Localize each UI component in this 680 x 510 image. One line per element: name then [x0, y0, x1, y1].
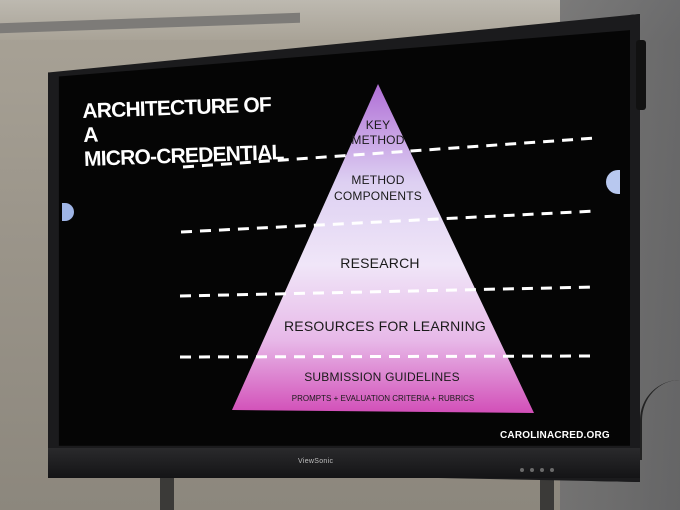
indicator-light [550, 468, 554, 472]
tier-label-line: COMPONENTS [333, 189, 422, 203]
pyramid-shape [232, 84, 534, 413]
tier-divider [182, 136, 597, 169]
monitor-bezel [48, 448, 640, 478]
side-menu-tab-left[interactable] [62, 203, 74, 221]
power-cable [640, 380, 680, 460]
tier-research: RESEARCH [340, 255, 420, 271]
indicator-light [530, 468, 534, 472]
tier-key-method: KEY METHOD [338, 118, 418, 148]
tier-divider [179, 354, 597, 359]
tier-method-components: METHOD COMPONENTS [318, 172, 438, 204]
indicator-light [540, 468, 544, 472]
monitor-handle [636, 40, 646, 110]
tier-divider [180, 209, 597, 234]
tier-submission-guidelines: SUBMISSION GUIDELINES [304, 370, 460, 384]
tier-label-line: KEY [365, 118, 391, 132]
tier-resources-for-learning: RESOURCES FOR LEARNING [284, 318, 486, 334]
tier-submission-sublabel: PROMPTS + EVALUATION CRITERIA + RUBRICS [291, 394, 475, 403]
side-menu-tab-right[interactable] [606, 170, 620, 194]
tier-label-line: METHOD [351, 173, 405, 187]
tier-divider [179, 285, 597, 298]
footer-url: CAROLINACRED.ORG [500, 430, 610, 441]
tier-label-line: METHOD [351, 133, 405, 147]
indicator-light [520, 468, 524, 472]
monitor-brand: ViewSonic [298, 458, 334, 465]
